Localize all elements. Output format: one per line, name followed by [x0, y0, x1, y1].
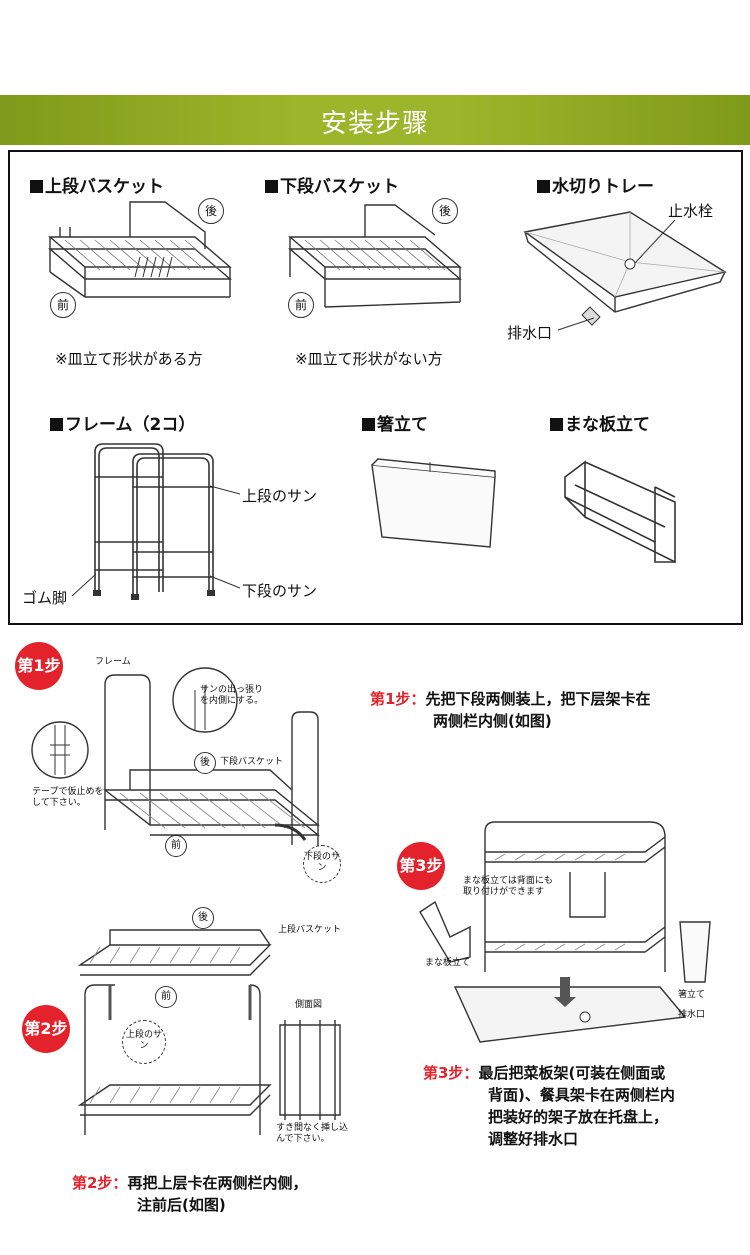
lower-bar-label: 下段のサン [242, 582, 318, 600]
frame-title: フレーム（2コ） [50, 410, 195, 435]
step1-bar-callout: 下段のサン [303, 845, 341, 883]
upper-basket-note: ※皿立て形状がある方 [55, 350, 203, 368]
step1-illustration [31, 667, 320, 850]
step3-chopsticks-label: 箸立て [678, 990, 706, 1000]
tray-illustration [523, 211, 727, 326]
step2-basket-label: 上段バスケット [278, 925, 342, 935]
step3-drain-label: 排水口 [678, 1010, 706, 1020]
stopper-leader [634, 219, 676, 264]
step3-badge: 第3步 [397, 842, 445, 890]
stopper-label: 止水栓 [668, 202, 714, 220]
step1-tape-note: テープで仮止めをして下さい。 [32, 787, 104, 808]
lower-bar-leader [209, 575, 241, 589]
frame-illustration [93, 443, 215, 600]
step2-side-label: 側面図 [295, 1000, 323, 1010]
step3-illustration [419, 821, 711, 1043]
drain-label: 排水口 [507, 324, 553, 342]
lower-basket-note: ※皿立て形状がない方 [295, 350, 443, 368]
back-marker: 後 [198, 198, 224, 224]
feet-leader [71, 573, 97, 597]
lower-basket-illustration [288, 204, 462, 308]
section-banner: 安装步骤 [0, 95, 750, 145]
step2-hint: すき間なく挿し込んで下さい。 [276, 1123, 349, 1144]
step2-badge: 第2步 [22, 1005, 70, 1053]
front-marker: 前 [50, 292, 76, 318]
back-marker: 後 [432, 198, 458, 224]
front-marker: 前 [165, 835, 187, 857]
step1-badge: 第1步 [15, 642, 63, 690]
tray-title: 水切りトレー [537, 172, 654, 197]
step3-instruction: 第3步：最后把菜板架(可装在侧面或 背面)、餐具架卡在两侧栏内 把装好的架子放在… [423, 1064, 675, 1148]
step3-board-note: まな板立ては背面にも取り付けができます [463, 876, 553, 897]
drain-leader [557, 317, 595, 331]
chopsticks-title: 箸立て [362, 410, 428, 435]
upper-bar-leader [209, 485, 241, 495]
page-title: 安装步骤 [320, 109, 429, 139]
chopsticks-holder-illustration [371, 458, 496, 548]
feet-label: ゴム脚 [22, 589, 68, 607]
step1-frame-label: フレーム [95, 657, 131, 667]
step1-bubble-note: サンの出っ張りを内側にする。 [200, 685, 264, 706]
back-marker: 後 [194, 752, 216, 774]
step2-instruction: 第2步：再把上层卡在两侧栏内侧， 注前后(如图) [72, 1174, 308, 1214]
step2-illustration [77, 929, 341, 1135]
upper-basket-title: 上段バスケット [30, 172, 164, 197]
step1-instruction: 第1步：先把下段两侧装上，把下层架卡在 两侧栏内侧(如图) [370, 690, 651, 730]
step2-bar-callout: 上段のサン [122, 1020, 166, 1064]
upper-basket-illustration [48, 201, 232, 298]
step3-board-label: まな板立て [425, 958, 471, 968]
back-marker: 後 [192, 907, 214, 929]
parts-panel: 上段バスケット 後 前 ※皿立て形状がある方 下段バスケット [8, 150, 743, 625]
front-marker: 前 [155, 986, 177, 1008]
upper-bar-label: 上段のサン [242, 487, 318, 505]
board-stand-title: まな板立て [550, 410, 650, 435]
lower-basket-title: 下段バスケット [265, 172, 399, 197]
step1-basket-label: 下段バスケット [220, 757, 284, 767]
front-marker: 前 [288, 292, 314, 318]
board-stand-illustration [564, 460, 676, 564]
